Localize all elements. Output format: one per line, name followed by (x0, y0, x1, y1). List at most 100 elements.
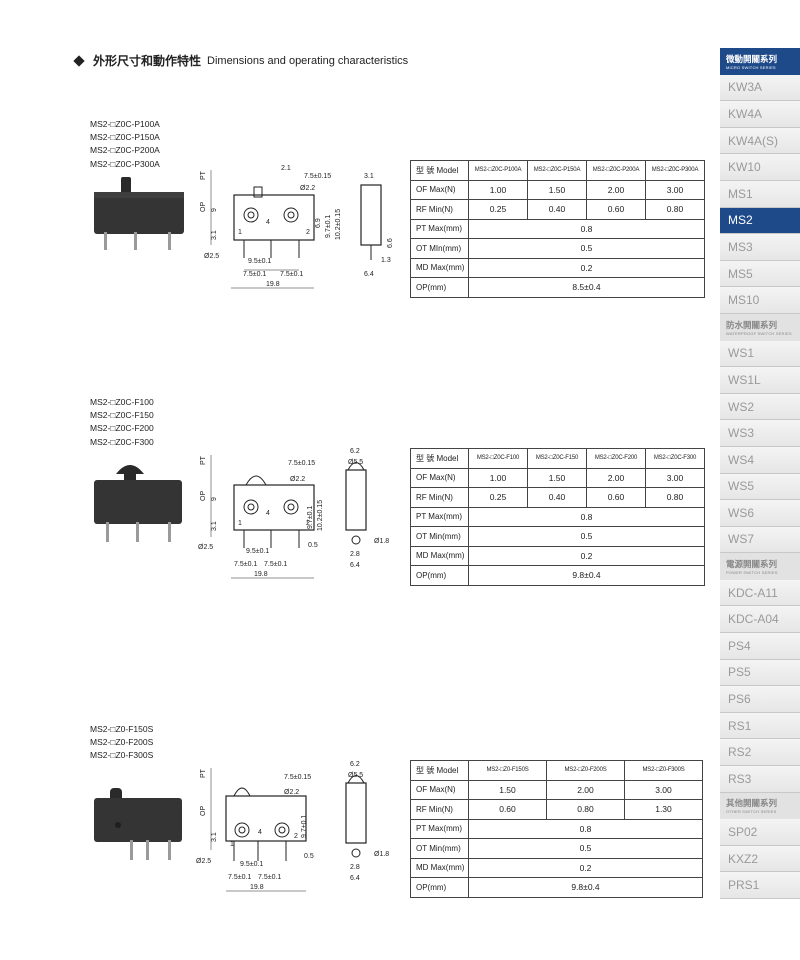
sidebar-item-kw3a[interactable]: KW3A (720, 74, 800, 102)
row-label: OP(mm) (410, 877, 469, 898)
dim-label: PT (200, 170, 207, 180)
op-value: 9.8±0.4 (468, 565, 705, 586)
dim-label: 2.8 (350, 551, 360, 558)
dim-label: 9.7±0.1 (301, 815, 308, 838)
sidebar-item-ws4[interactable]: WS4 (720, 446, 800, 474)
sidebar-item-rs2[interactable]: RS2 (720, 739, 800, 767)
model-name: MS2-□Z0C-F200 (90, 423, 154, 434)
sidebar-item-ps6[interactable]: PS6 (720, 686, 800, 713)
dim-label: 19.8 (254, 571, 268, 578)
of-value: 2.00 (586, 179, 646, 200)
row-label: MD Max(mm) (410, 545, 469, 566)
dim-label: 6.4 (350, 875, 360, 882)
model-name: MS2-□Z0C-F300 (90, 436, 154, 447)
section1-dimension-drawing: PT OP 9 3.1 2.1 7.5±0.15 Ø2.2 Ø2.5 9.5±0… (200, 165, 394, 289)
sidebar-header-cn: 其他開關系列 (726, 799, 778, 810)
op-value: 8.5±0.4 (468, 277, 705, 298)
title-en: Dimensions and operating characteristics (207, 54, 409, 67)
section2-spec-table: 型 號 Model MS2-□Z0C-F100 MS2-□Z0C-F150 MS… (410, 448, 705, 586)
diamond-bullet-icon (73, 54, 85, 67)
sidebar-item-kxz2[interactable]: KXZ2 (720, 845, 800, 873)
model-name: MS2-□Z0C-P300A (90, 158, 160, 169)
model-name: MS2-□Z0C-P200A (90, 145, 160, 156)
dim-label: 7.5±0.1 (228, 874, 251, 881)
dim-label: 6.9 (315, 218, 322, 228)
dim-label: 9 (211, 497, 218, 501)
dim-label: Ø2.5 (196, 858, 211, 865)
ot-value: 0.5 (468, 526, 705, 547)
title-cn: 外形尺寸和動作特性 (93, 54, 202, 68)
rf-value: 0.25 (468, 199, 528, 220)
sidebar-item-ws2[interactable]: WS2 (720, 393, 800, 421)
dim-label: 9 (211, 208, 218, 212)
dim-label: 6.2 (350, 761, 360, 768)
sidebar-item-ms3[interactable]: MS3 (720, 234, 800, 261)
sidebar-item-sp02[interactable]: SP02 (720, 819, 800, 846)
sidebar-item-rs1[interactable]: RS1 (720, 712, 800, 740)
dim-label: 3.1 (211, 832, 218, 842)
dim-label: 3.1 (211, 230, 218, 240)
dim-label: 2 (306, 229, 310, 236)
row-label: RF Min(N) (410, 799, 469, 820)
sidebar-header-en: MICRO SWITCH SERIES (726, 64, 776, 70)
sidebar-item-kdc-a04[interactable]: KDC-A04 (720, 606, 800, 634)
sidebar-item-kdc-a11[interactable]: KDC-A11 (720, 579, 800, 607)
dim-label: 3.1 (364, 173, 374, 180)
sidebar-item-ms2[interactable]: MS2 (720, 207, 800, 235)
sidebar-item-ms1[interactable]: MS1 (720, 180, 800, 208)
of-value: 2.00 (586, 467, 646, 488)
rf-value: 0.80 (546, 799, 625, 820)
sidebar-header-en: WATERPROOF SWITCH SERIES (726, 330, 792, 336)
switch-photo-round-plunger (94, 465, 182, 542)
sidebar-item-ms10[interactable]: MS10 (720, 287, 800, 314)
sidebar-item-kw4a-s[interactable]: KW4A(S) (720, 127, 800, 155)
of-value: 2.00 (546, 779, 625, 800)
ot-value: 0.5 (468, 838, 703, 859)
section1-spec-table: 型 號 Model MS2-□Z0C-P100A MS2-□Z0C-P150A … (410, 160, 705, 298)
rf-value: 0.25 (468, 487, 528, 508)
model-cell: MS2-□Z0C-F200 (586, 448, 646, 469)
dim-label: Ø2.2 (290, 476, 305, 483)
sidebar-item-ws1l[interactable]: WS1L (720, 367, 800, 394)
model-cell: MS2-□Z0C-P300A (645, 160, 705, 181)
model-cell: MS2-□Z0-F200S (546, 760, 625, 781)
dim-label: OP (200, 202, 207, 212)
dim-label: 4 (266, 219, 270, 226)
row-label: OF Max(N) (410, 779, 469, 800)
row-label: OF Max(N) (410, 179, 469, 200)
md-value: 0.2 (468, 257, 705, 278)
dim-label: OP (200, 806, 207, 816)
sidebar-item-kw10[interactable]: KW10 (720, 154, 800, 181)
sidebar-item-prs1[interactable]: PRS1 (720, 872, 800, 899)
dim-label: 7.5±0.1 (264, 561, 287, 568)
sidebar-item-ws6[interactable]: WS6 (720, 500, 800, 527)
dim-label: 10.2±0.15 (335, 209, 342, 240)
model-name: MS2-□Z0-F300S (90, 750, 154, 761)
sidebar-item-kw4a[interactable]: KW4A (720, 101, 800, 128)
sidebar-item-ws5[interactable]: WS5 (720, 473, 800, 501)
sidebar-item-ws3[interactable]: WS3 (720, 420, 800, 447)
dim-label: 7.5±0.15 (284, 774, 311, 781)
model-cell: MS2-□Z0-F300S (624, 760, 703, 781)
sidebar-item-ps4[interactable]: PS4 (720, 633, 800, 660)
sidebar-item-ws1[interactable]: WS1 (720, 340, 800, 368)
dim-label: 0.5 (308, 542, 318, 549)
sidebar-item-rs3[interactable]: RS3 (720, 766, 800, 793)
of-value: 3.00 (645, 467, 705, 488)
dim-label: OP (200, 491, 207, 501)
sidebar-item-ms5[interactable]: MS5 (720, 260, 800, 288)
row-label: OT Min(mm) (410, 838, 469, 859)
dim-label: 6.4 (350, 562, 360, 569)
dim-label: 7.5±0.15 (304, 173, 331, 180)
sidebar-item-ps5[interactable]: PS5 (720, 659, 800, 687)
type-model-header: 型 號 Model (410, 760, 469, 781)
model-name: MS2-□Z0C-P100A (90, 119, 160, 129)
dim-label: 6.6 (387, 238, 394, 248)
page-title: 外形尺寸和動作特性 Dimensions and operating chara… (73, 52, 409, 69)
rf-value: 0.60 (586, 487, 646, 508)
model-name: MS2-□Z0C-P150A (90, 132, 160, 143)
sidebar-item-ws7[interactable]: WS7 (720, 526, 800, 554)
